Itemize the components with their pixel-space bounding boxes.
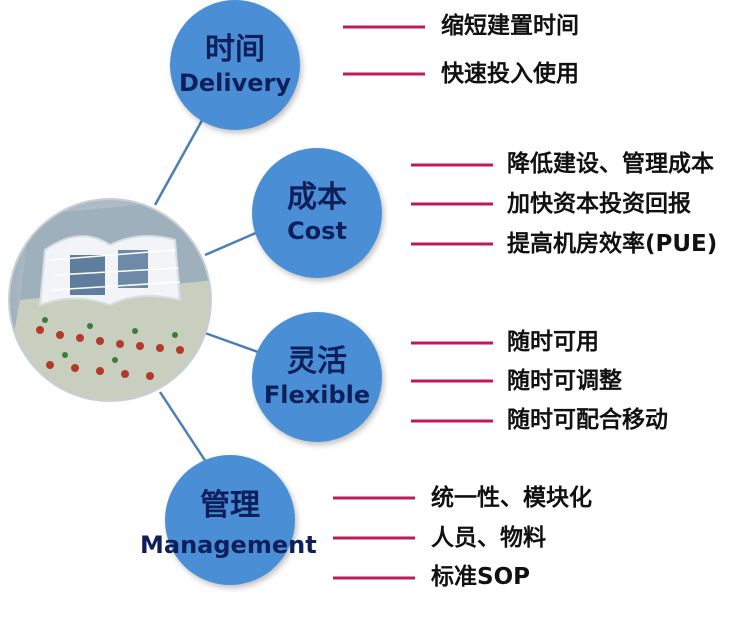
category-title-en: Cost [287, 217, 347, 245]
connector-management [158, 391, 212, 469]
item-management-2: 人员、物料 [431, 525, 546, 551]
item-management-1: 统一性、模块化 [431, 485, 592, 511]
category-title-zh: 成本 [287, 180, 347, 215]
item-flexible-2: 随时可调整 [507, 368, 622, 394]
item-flexible-1: 随时可用 [507, 329, 599, 355]
item-cost-3: 提高机房效率(PUE) [507, 231, 718, 257]
building-rendering-photo [8, 198, 212, 402]
item-cost-2: 加快资本投资回报 [507, 191, 691, 217]
item-time-2: 快速投入使用 [441, 61, 579, 87]
category-circle-cost: 成本 Cost [252, 148, 382, 278]
category-title-en-management: Management [140, 531, 317, 559]
item-flexible-3: 随时可配合移动 [507, 407, 668, 433]
category-circle-management: 管理 [165, 455, 295, 585]
category-title-zh: 管理 [200, 488, 260, 523]
connector-cost [204, 230, 259, 257]
category-title-zh: 时间 [205, 32, 265, 67]
connector-flexible [204, 331, 259, 354]
category-circle-flexible: 灵活 Flexible [252, 312, 382, 442]
category-title-zh: 灵活 [287, 344, 347, 379]
category-title-en: Delivery [178, 69, 292, 97]
category-circle-time: 时间 Delivery [170, 0, 300, 130]
connector-time [153, 114, 207, 206]
item-lines [333, 25, 493, 580]
category-title-en: Flexible [263, 381, 371, 409]
item-time-1: 缩短建置时间 [441, 13, 579, 39]
item-cost-1: 降低建设、管理成本 [507, 151, 714, 177]
item-management-3: 标准SOP [431, 564, 530, 590]
